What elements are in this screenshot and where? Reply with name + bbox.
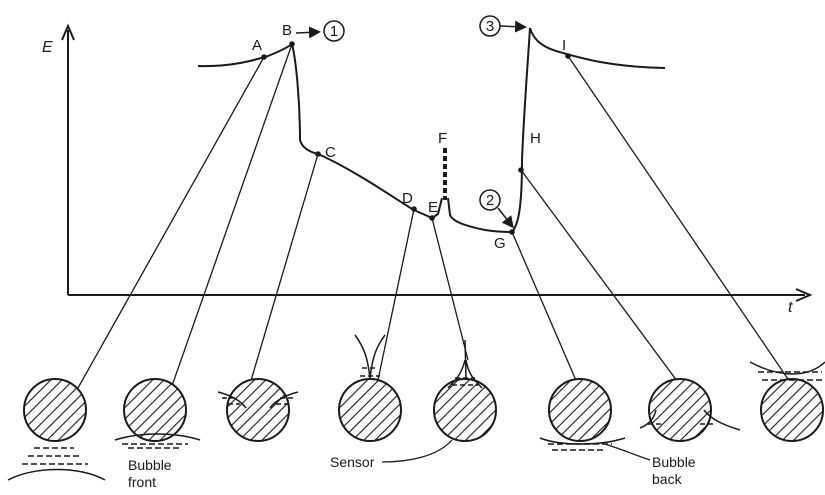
liquid-films <box>7 334 825 481</box>
label-f: F <box>438 130 447 147</box>
sensor-h <box>648 378 712 442</box>
y-axis-label: E <box>42 39 53 56</box>
signal-curve <box>197 27 666 233</box>
x-axis-arrow <box>795 288 813 302</box>
svg-text:1: 1 <box>330 23 338 40</box>
leader-lines <box>59 43 791 421</box>
sensor-g <box>548 378 612 442</box>
sensor-e <box>433 378 497 442</box>
sensor-d <box>338 378 402 442</box>
caption-bubble-back-1: Bubble <box>652 454 696 470</box>
caption-bubble-front-1: Bubble <box>128 457 172 473</box>
dot-g <box>509 229 515 235</box>
sensor-a <box>23 378 87 442</box>
marker-3: 3 <box>479 15 527 37</box>
label-h: H <box>530 130 541 147</box>
curve-segment-initial <box>197 43 293 68</box>
axes <box>61 23 813 302</box>
sensor-pointer <box>381 439 453 463</box>
marker-2: 2 <box>479 189 514 229</box>
curve-segment-rise <box>511 27 666 233</box>
label-e: E <box>428 199 438 216</box>
svg-text:2: 2 <box>486 192 494 209</box>
caption-bubble-front-2: front <box>128 474 156 490</box>
label-g: G <box>494 235 506 252</box>
sensor-i <box>760 378 824 442</box>
bubble-back-pointer <box>604 443 651 461</box>
caption-bubble-back-2: back <box>652 471 683 487</box>
y-axis-arrow <box>61 23 75 41</box>
sensor-sketches <box>23 378 824 442</box>
label-b: B <box>282 22 292 39</box>
caption-sensor: Sensor <box>330 454 375 470</box>
label-d: D <box>402 190 413 207</box>
curve-dots <box>261 41 571 235</box>
marker-1: 1 <box>295 20 345 42</box>
sensor-c <box>226 378 290 442</box>
label-c: C <box>325 144 336 161</box>
sensor-b <box>123 378 187 442</box>
curve-segment-after-spike <box>447 197 513 233</box>
curve-segment-drop <box>291 43 319 155</box>
label-i: I <box>562 37 566 54</box>
label-a: A <box>252 37 262 54</box>
x-axis-label: t <box>788 299 793 316</box>
curve-segment-decay <box>317 153 433 219</box>
svg-text:3: 3 <box>486 18 494 35</box>
